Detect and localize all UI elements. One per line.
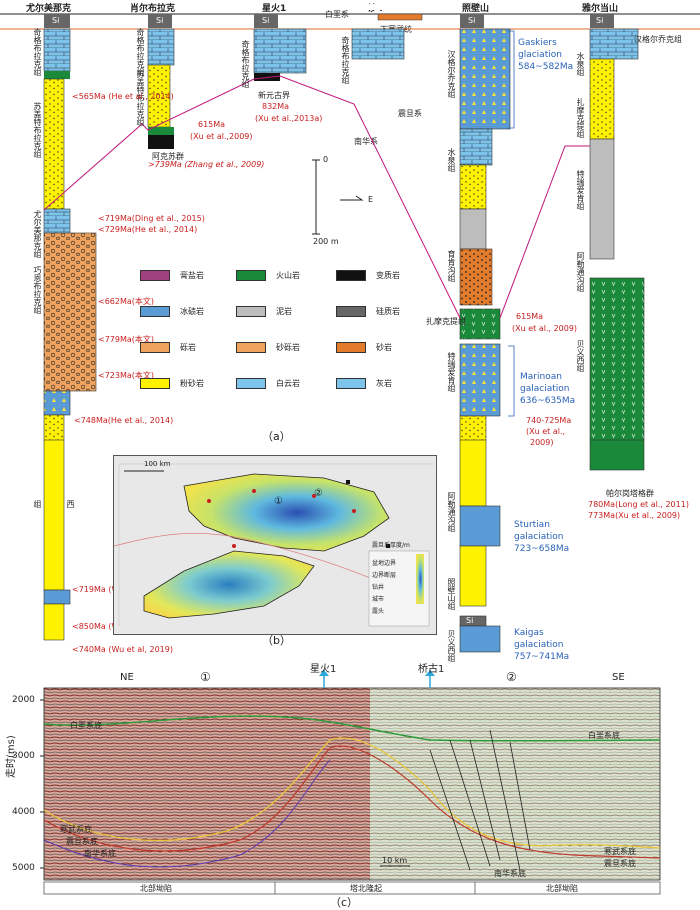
horizon-baiyi-left: 白垩系底 (70, 720, 102, 731)
c2-si: Si (156, 16, 163, 25)
c3-si: Si (262, 16, 269, 25)
region-tabei-uplift: 塔北隆起 (350, 883, 382, 894)
c5-unit-hangeer: 汉格尔乔克组 (446, 50, 457, 98)
age-565: <565Ma (He et al., 2014) (72, 92, 174, 101)
c1-unit-qiaoen: 巧恩布拉克组 (32, 266, 43, 314)
c6-unit-beiyi: 贝义西组 (575, 340, 586, 372)
c5-si: Si (468, 16, 475, 25)
age-740: <740Ma (Wu et al, 2019) (72, 645, 173, 654)
age-739: >739Ma (Zhang et al., 2009) (148, 160, 264, 169)
c6-unit-hangeer: 汉格尔乔克组 (634, 34, 682, 45)
horizon-zhendan-right: 震旦系底 (604, 858, 636, 869)
well-qiaogu: 桥古1 (418, 660, 444, 675)
seismic-ytick-4000: 4000 (12, 807, 35, 817)
well-xinghuo: 星火1 (310, 660, 336, 675)
seismic-svg (0, 670, 700, 908)
map-legend-2: 钻井 (372, 582, 384, 591)
horizon-zhendan-left: 震旦系底 (66, 836, 98, 847)
c6-paergang: 帕尔岗塔格群 (606, 488, 654, 499)
marinoan-1: Marinoan (520, 372, 562, 382)
c3-unit-qige: 奇格布拉克组 (240, 40, 251, 88)
scale-zero: 0 (323, 155, 328, 164)
map-region-2: ② (314, 488, 323, 499)
c1-unit-qige: 奇格布拉克组 (32, 28, 43, 76)
gaskiers-1: Gaskiers (518, 38, 557, 48)
age-773: 773Ma(Xu et al., 2009) (588, 511, 680, 520)
map-region-1: ① (274, 496, 283, 507)
c2-unit-qige: 奇格布拉克组 (135, 28, 146, 76)
fig-label-b: （b） (262, 632, 291, 648)
age-z615: 615Ma (516, 312, 543, 321)
gaskiers-3: 584~582Ma (518, 62, 573, 72)
seismic-region-2: ② (506, 670, 517, 684)
age-748: <748Ma(He et al., 2014) (74, 416, 173, 425)
age-719d: <719Ma(Ding et al., 2015) (98, 214, 205, 223)
region-north-depression-2: 北部坳陷 (546, 883, 578, 894)
sturtian-3: 723~658Ma (514, 544, 569, 554)
c1-si: Si (52, 16, 59, 25)
seismic-ytick-2000: 2000 (12, 695, 35, 705)
c1-unit-sugai: 苏盖特布拉克组 (32, 102, 43, 158)
scale-bar-label: 200 m (313, 237, 339, 246)
age-740725-c: (Xu et al., (526, 427, 565, 436)
horizon-baiyi-right: 白垩系底 (588, 730, 620, 741)
c5-unit-aletong: 阿勒通沟组 (446, 492, 457, 532)
c6-unit-zhamoke: 扎摩克提组 (575, 98, 586, 138)
age-615: 615Ma (198, 120, 225, 129)
map-colorbar-title: 震旦系厚度/m (372, 540, 410, 549)
horizon-hanwu-right: 寒武系底 (604, 846, 636, 857)
horizon-nanhua-right: 南华系底 (494, 868, 526, 879)
seismic-ytick-5000: 5000 (12, 863, 35, 873)
panel-a: 尤尔美那克 肖尔布拉克 星火1 沙4 照壁山 雅尔当山 白垩系 下寒武统 震旦系… (0, 0, 700, 440)
kaigas-3: 757~741Ma (514, 652, 569, 662)
sturtian-2: galaciation (514, 532, 563, 542)
panel-b: 100 km ① ② 震旦系厚度/m 盆地边界 边界断层 钻井 城市 露头 (113, 455, 437, 635)
gaskiers-2: glaciation (518, 50, 562, 60)
horizon-hanwu-left: 寒武系底 (60, 824, 92, 835)
c5-si-lower: Si (466, 616, 473, 625)
age-729: <729Ma(He et al., 2014) (98, 225, 197, 234)
c5-unit-teruiai: 特瑞爱肯组 (446, 352, 457, 392)
seismic-ytick-3000: 3000 (12, 751, 35, 761)
c6-unit-teruiai: 特瑞爱肯组 (575, 170, 586, 210)
c5-unit-zhaobi: 照壁山组 (446, 578, 457, 610)
c6-unit-shuiquan: 水泉组 (575, 52, 586, 76)
map-legend-0: 盆地边界 (372, 558, 396, 567)
map-scale: 100 km (144, 460, 170, 468)
horizon-nanhua-left: 南华系底 (84, 848, 116, 859)
seismic-scale: 10 km (382, 856, 407, 865)
seismic-se: SE (612, 672, 625, 683)
c5-unit-yuken: 育肯沟组 (446, 250, 457, 282)
c1-unit-youer: 尤尔美那克组 (32, 210, 43, 258)
c5-unit-shuiquan: 水泉组 (446, 148, 457, 172)
kaigas-1: Kaigas (514, 628, 544, 638)
age-615-cite: (Xu et al.,2009) (190, 132, 253, 141)
age-z615-cite: (Xu et al., 2009) (512, 324, 577, 333)
panel-c: NE SE ① ② 星火1 桥古1 白垩系底 白垩系底 寒武系底 震旦系底 南华… (0, 670, 700, 908)
map-legend-4: 露头 (372, 606, 384, 615)
xinyuan-label: 新元古界 (258, 90, 290, 101)
seismic-ne: NE (120, 672, 134, 683)
map-legend-3: 城市 (372, 594, 384, 603)
c6-si: Si (596, 16, 603, 25)
region-north-depression-1: 北部坳陷 (140, 883, 172, 894)
sturtian-1: Sturtian (514, 520, 550, 530)
seismic-region-1: ① (200, 670, 211, 684)
c6-unit-aletong: 阿勒通沟组 (575, 252, 586, 292)
c5-unit-beiyi: 贝义西组 (446, 630, 457, 662)
age-740725: 740-725Ma (526, 416, 571, 425)
age-832-cite: (Xu et al.,2013a) (255, 114, 322, 123)
kaigas-2: galaciation (514, 640, 563, 650)
scale-east: E (368, 195, 373, 204)
age-832: 832Ma (262, 102, 289, 111)
age-780: 780Ma(Long et al., 2011) (588, 500, 689, 509)
marinoan-3: 636~635Ma (520, 396, 575, 406)
lithology-legend: 膏盐岩 火山岩 变质岩 冰碛岩 泥岩 硅质岩 砾岩 砂砾岩 (140, 270, 440, 400)
marinoan-2: galaciation (520, 384, 569, 394)
map-legend-1: 边界断层 (372, 570, 396, 579)
c4-unit-qige: 奇格布拉克组 (340, 36, 351, 84)
